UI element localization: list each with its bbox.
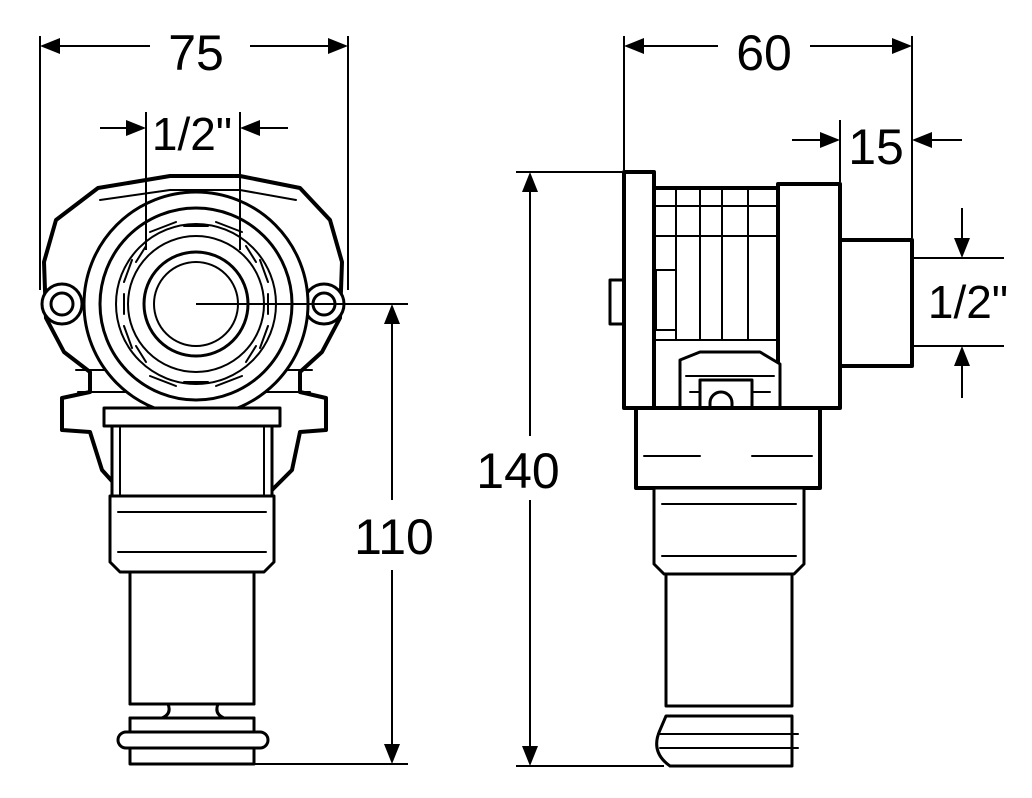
- front-width-dimension: 75: [39, 25, 349, 290]
- side-width-dimension: 60: [623, 25, 913, 238]
- cage-slots: [123, 221, 269, 387]
- side-offset-label: 15: [848, 119, 904, 175]
- front-view: [40, 174, 346, 766]
- side-height-label: 140: [476, 443, 559, 499]
- side-view: [608, 170, 914, 768]
- side-offset-dimension: 15: [792, 119, 962, 182]
- front-thread-dimension: 1/2": [100, 108, 288, 250]
- side-thread-dimension: 1/2": [912, 208, 1008, 398]
- front-height-label: 110: [354, 509, 434, 565]
- front-width-label: 75: [168, 25, 224, 81]
- side-height-dimension: 140: [476, 171, 664, 767]
- front-thread-label: 1/2": [152, 108, 232, 160]
- side-width-label: 60: [736, 25, 792, 81]
- front-height-dimension: 110: [196, 303, 434, 765]
- side-thread-label: 1/2": [928, 276, 1008, 328]
